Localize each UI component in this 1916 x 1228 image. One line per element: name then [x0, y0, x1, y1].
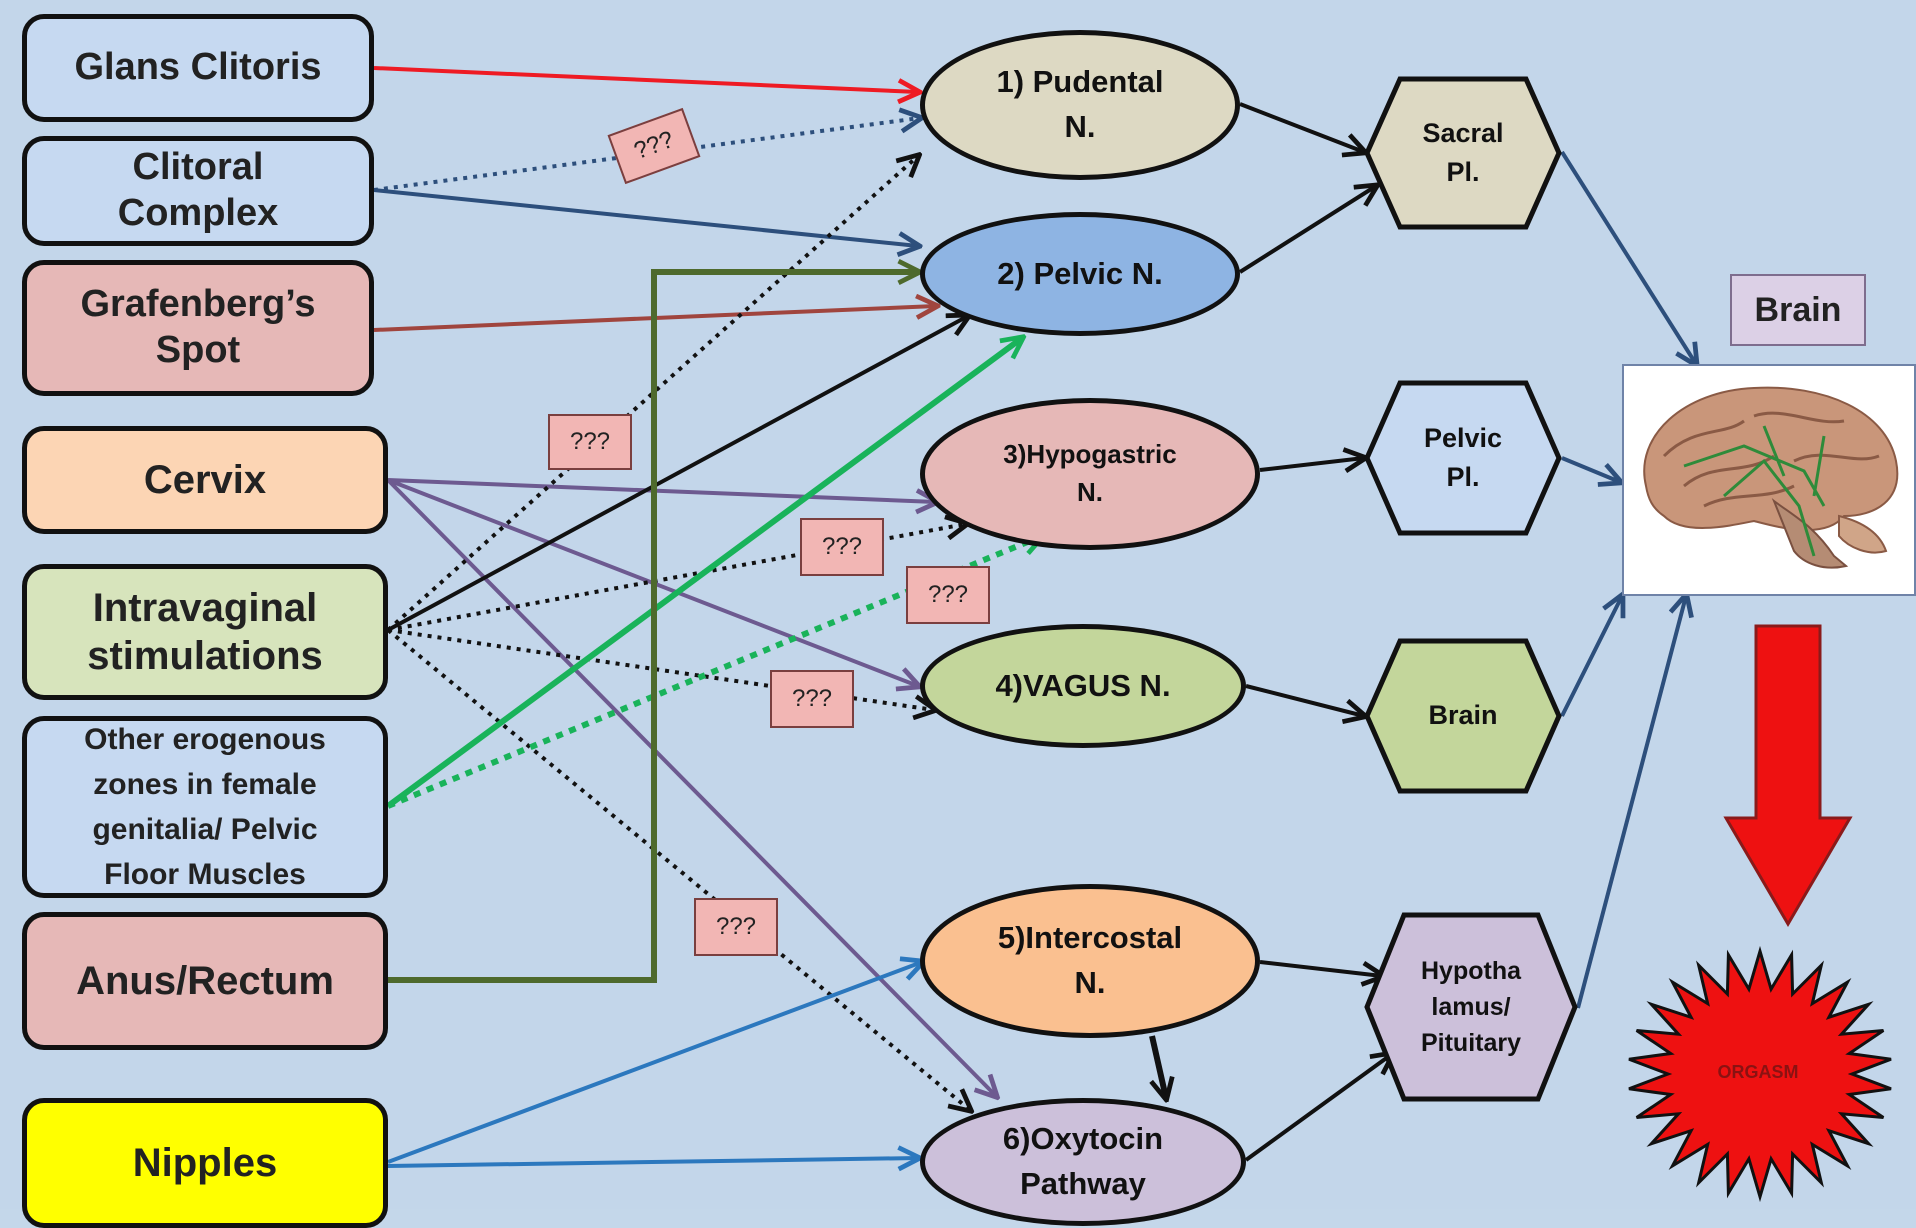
plexus-sacral-label: Sacral Pl.	[1422, 117, 1504, 187]
plexus-brain: Brain	[1364, 638, 1562, 794]
source-nipples: Nipples	[22, 1098, 388, 1228]
unknown-tag: ???	[694, 898, 778, 956]
source-glans-clitoris: Glans Clitoris	[22, 14, 374, 122]
source-cervix: Cervix	[22, 426, 388, 534]
arrow-sacral-to-brain	[1560, 150, 1696, 364]
nerve-intercostal: 5)Intercostal N.	[920, 884, 1260, 1038]
plexus-brain-label: Brain	[1428, 700, 1498, 731]
down-arrow-icon	[1723, 624, 1853, 927]
arrow-intravaginal-to-pelvic	[387, 316, 968, 632]
unknown-tag: ???	[800, 518, 884, 576]
arrow-hypothalamus-to-brain	[1576, 596, 1686, 1009]
arrow-nipples-to-oxytocin	[387, 1158, 918, 1166]
arrow-intravaginal-to-oxytocin	[386, 628, 970, 1110]
arrow-anus-to-pelvic	[388, 272, 918, 983]
arrow-intravaginal-to-pudental	[386, 156, 918, 632]
plexus-pelvic: Pelvic Pl.	[1364, 380, 1562, 536]
plexus-sacral: Sacral Pl.	[1364, 76, 1562, 230]
arrow-intravaginal-to-hypogastric	[387, 524, 966, 632]
brain-label-box: Brain	[1730, 274, 1866, 346]
arrow-intercostal-to-oxytocin	[1149, 1035, 1166, 1098]
unknown-tag: ???	[770, 670, 854, 728]
arrow-cervix-to-oxytocin	[386, 478, 996, 1096]
nerve-vagus: 4)VAGUS N.	[920, 624, 1246, 748]
nerve-oxytocin-pathway: 6)Oxytocin Pathway	[920, 1098, 1246, 1226]
nerve-pudental: 1) Pudental N.	[920, 30, 1240, 180]
arrow-pelvicpl-to-brain	[1561, 456, 1620, 482]
source-intravaginal-stimulations: Intravaginal stimulations	[22, 564, 388, 700]
arrow-intercostal-to-hypothalamus	[1259, 960, 1382, 976]
arrow-pudental-to-sacral	[1239, 102, 1364, 152]
source-grafenberg-spot: Grafenberg’s Spot	[22, 260, 374, 396]
arrow-hypogastric-to-pelvicpl	[1259, 458, 1364, 470]
brain-image	[1622, 364, 1916, 596]
plexus-hypothalamus-pituitary: Hypotha lamus/ Pituitary	[1364, 912, 1578, 1102]
unknown-tag: ???	[548, 414, 632, 470]
nerve-hypogastric: 3)Hypogastric N.	[920, 398, 1260, 550]
brain-illustration	[1643, 386, 1899, 569]
orgasm-label: ORGASM	[1718, 1062, 1799, 1082]
arrow-cervix-to-hypogastric	[387, 478, 936, 502]
arrow-intravaginal-to-vagus	[387, 628, 934, 710]
unknown-tag: ???	[906, 566, 990, 624]
arrow-oxytocin-to-hypothalamus	[1244, 1054, 1392, 1162]
source-clitoral-complex: Clitoral Complex	[22, 136, 374, 246]
source-other-erogenous-zones: Other erogenous zones in female genitali…	[22, 716, 388, 898]
plexus-hypothalamus-label: Hypotha lamus/ Pituitary	[1420, 956, 1522, 1058]
source-anus-rectum: Anus/Rectum	[22, 912, 388, 1050]
plexus-pelvic-label: Pelvic Pl.	[1423, 422, 1503, 492]
arrow-clitoral-to-pudental	[373, 118, 920, 192]
arrow-glans-to-pudental	[373, 66, 918, 92]
arrow-other-to-pelvic	[386, 338, 1022, 809]
arrow-brainhex-to-brain	[1560, 596, 1622, 717]
orgasm-starburst: ORGASM	[1628, 945, 1892, 1203]
arrow-vagus-to-brainhex	[1245, 684, 1364, 716]
nerve-pelvic: 2) Pelvic N.	[920, 212, 1240, 336]
arrow-nipples-to-intercostal	[387, 962, 922, 1164]
arrow-pelvic-to-sacral	[1238, 186, 1376, 274]
arrow-clitoral-to-pelvic	[373, 188, 918, 246]
